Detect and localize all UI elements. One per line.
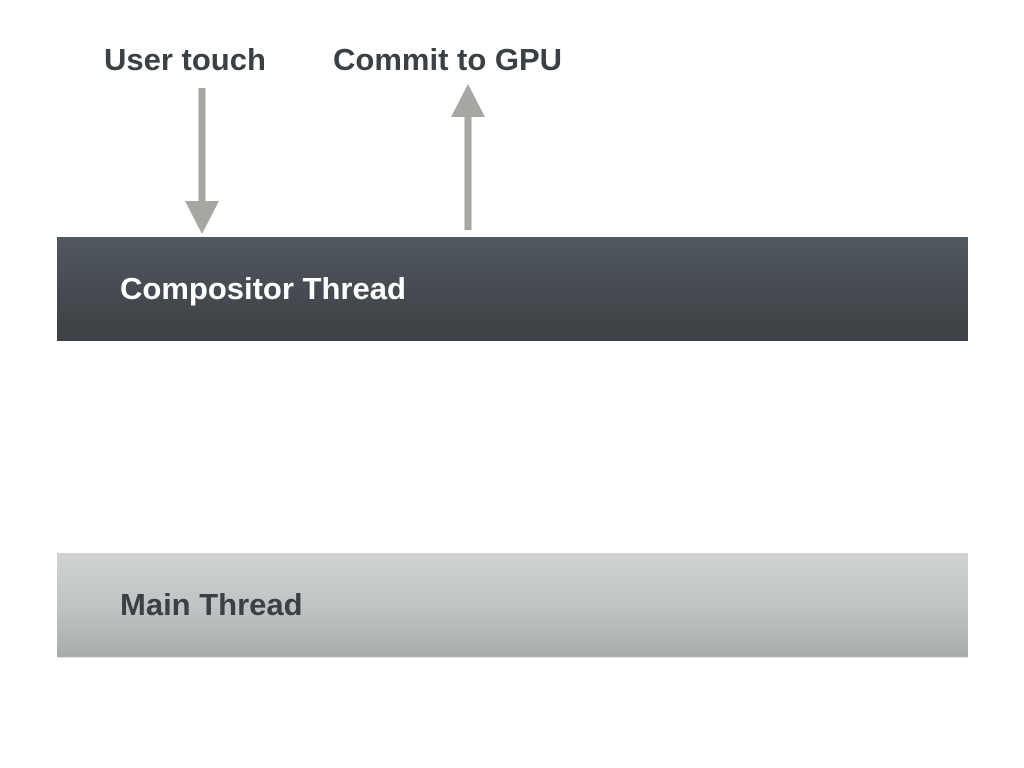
commit-to-gpu-label: Commit to GPU [333,42,563,77]
up-arrow-shaft [464,114,472,230]
down-arrow-head [185,201,219,234]
up-arrow-icon [451,84,485,230]
up-arrow-head [451,84,485,117]
compositor-thread-bar: Compositor Thread [57,237,968,341]
main-thread-label: Main Thread [120,587,303,622]
down-arrow-icon [185,88,219,234]
user-touch-label: User touch [104,42,266,77]
main-thread-bar: Main Thread [57,553,968,657]
compositor-thread-label: Compositor Thread [120,271,406,306]
down-arrow-shaft [198,88,206,204]
